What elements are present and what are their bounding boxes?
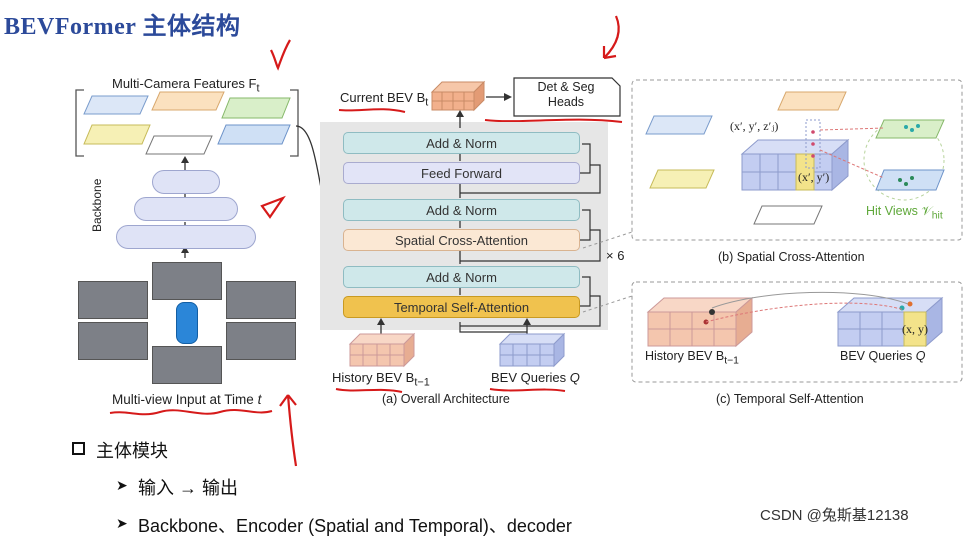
history-bev-sub: t−1 bbox=[414, 376, 430, 389]
checkbox-bullet-icon bbox=[72, 442, 85, 455]
current-bev-text: Current BEV B bbox=[340, 90, 426, 105]
block-add-norm-2: Add & Norm bbox=[343, 199, 580, 221]
hit-views-label: Hit Views 𝒱hit bbox=[866, 204, 943, 222]
history-bev-t-label: History BEV Bt−1 bbox=[645, 349, 739, 367]
block-feed-forward: Feed Forward bbox=[343, 162, 580, 184]
features-label-sub: t bbox=[256, 82, 260, 95]
camera-image-front bbox=[152, 262, 222, 300]
camera-image-front-left bbox=[78, 281, 148, 319]
history-bev-label: History BEV Bt−1 bbox=[332, 370, 430, 389]
slide-title: BEVFormer 主体结构 bbox=[4, 14, 241, 40]
camera-image-back bbox=[152, 346, 222, 384]
ego-car-icon bbox=[176, 302, 198, 344]
current-bev-label: Current BEV Bt bbox=[340, 90, 428, 109]
bullet-item-1: 输入 → 输出 bbox=[138, 478, 239, 498]
bev-queries-var: Q bbox=[569, 370, 580, 385]
arrow-bullet-icon-2: ➤ bbox=[116, 515, 128, 531]
bev-queries-label: BEV Queries Q bbox=[491, 370, 580, 385]
repeat-label: × 6 bbox=[606, 248, 625, 263]
hit-views-text: Hit Views 𝒱 bbox=[866, 204, 932, 218]
input-label-var: t bbox=[257, 392, 262, 407]
xy-label: (x, y) bbox=[902, 322, 928, 336]
backbone-label: Backbone bbox=[90, 178, 104, 232]
backbone-layer-middle bbox=[134, 197, 238, 221]
backbone-layer-top bbox=[152, 170, 220, 194]
camera-image-back-left bbox=[78, 322, 148, 360]
multi-view-input-label: Multi-view Input at Time t bbox=[112, 392, 261, 407]
point-coordinate-label: (x′, y′, z′ⱼ) bbox=[730, 119, 779, 133]
hit-views-sub: hit bbox=[931, 210, 943, 222]
input-label-text: Multi-view Input at Time bbox=[112, 392, 254, 407]
reference-point-label: (x′, y′) bbox=[798, 170, 830, 184]
features-label-text: Multi-Camera Features F bbox=[112, 76, 257, 91]
caption-temporal-self-attention: (c) Temporal Self-Attention bbox=[716, 392, 864, 406]
bev-queries-q-label: BEV Queries Q bbox=[840, 349, 925, 363]
block-temporal-self-attention: Temporal Self-Attention bbox=[343, 296, 580, 318]
bev-queries-text: BEV Queries bbox=[491, 370, 567, 385]
block-spatial-cross-attention: Spatial Cross-Attention bbox=[343, 229, 580, 251]
camera-image-front-right bbox=[226, 281, 296, 319]
bev-queries-q-var: Q bbox=[915, 349, 926, 363]
arrow-bullet-icon-1: ➤ bbox=[116, 477, 128, 493]
block-add-norm-1: Add & Norm bbox=[343, 266, 580, 288]
backbone-layer-bottom bbox=[116, 225, 256, 249]
history-bev-t-sub: t−1 bbox=[724, 355, 739, 367]
bullet-heading: 主体模块 bbox=[96, 441, 168, 461]
bullet-item-2: Backbone、Encoder (Spatial and Temporal)、… bbox=[138, 516, 572, 536]
caption-spatial-cross-attention: (b) Spatial Cross-Attention bbox=[718, 250, 865, 264]
multi-camera-features-label: Multi-Camera Features Ft bbox=[112, 76, 260, 95]
bev-queries-q-text: BEV Queries bbox=[840, 349, 913, 363]
caption-overall-architecture: (a) Overall Architecture bbox=[382, 392, 510, 406]
block-add-norm-3: Add & Norm bbox=[343, 132, 580, 154]
heads-label-line2: Heads bbox=[547, 95, 585, 109]
heads-label-line1: Det & Seg bbox=[537, 80, 595, 94]
history-bev-text: History BEV B bbox=[332, 370, 415, 385]
camera-image-back-right bbox=[226, 322, 296, 360]
watermark: CSDN @兔斯基12138 bbox=[760, 507, 909, 524]
history-bev-t-text: History BEV B bbox=[645, 349, 725, 363]
det-seg-heads: Det & Seg Heads bbox=[514, 80, 618, 110]
current-bev-sub: t bbox=[425, 96, 429, 109]
